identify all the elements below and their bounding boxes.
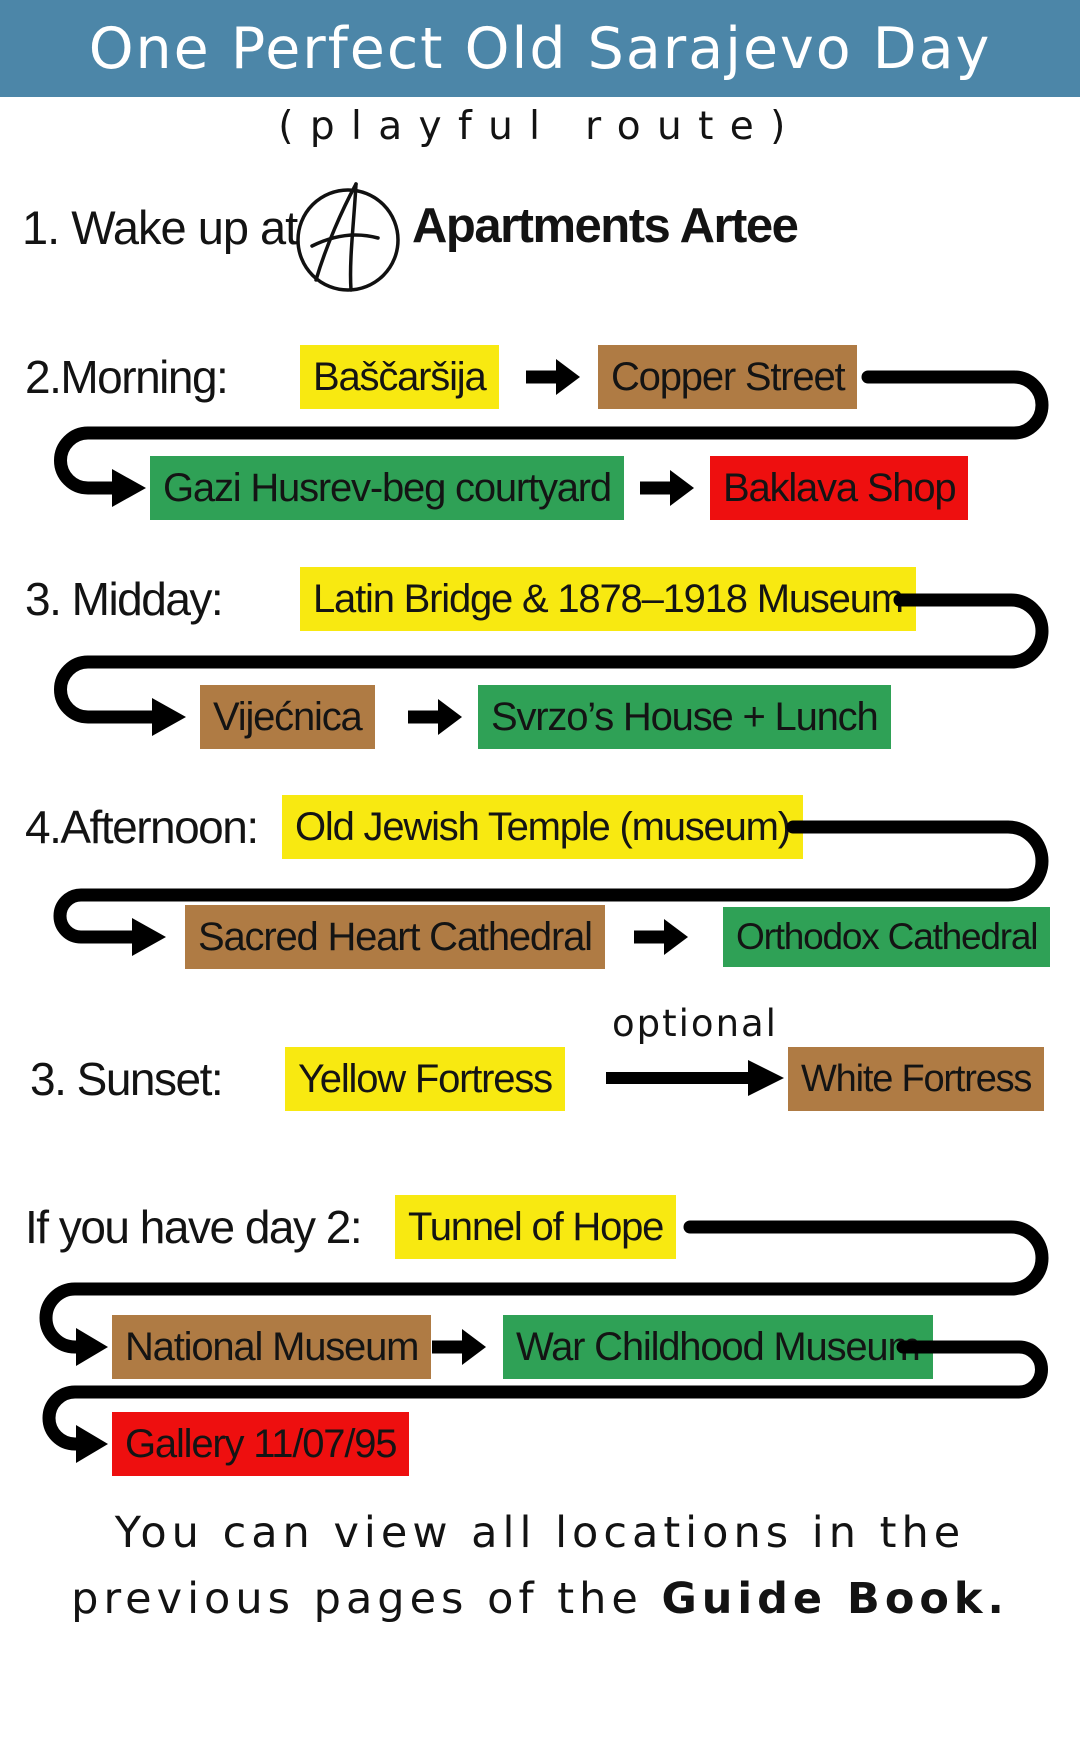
location-box-national-museum: National Museum [112, 1315, 432, 1379]
section-label-day2: If you have day 2: [25, 1201, 363, 1253]
section-label-afternoon: 4.Afternoon: [25, 801, 259, 853]
location-box-orthodox-cathedral: Orthodox Cathedral [723, 907, 1051, 967]
header-bar: One Perfect Old Sarajevo Day [0, 0, 1080, 97]
location-box-svrzo-house: Svrzo’s House + Lunch [478, 685, 891, 749]
location-box-gazi-husrev-beg: Gazi Husrev-beg courtyard [150, 456, 624, 520]
arrow-right-icon [408, 699, 462, 735]
location-box-gallery-110795: Gallery 11/07/95 [112, 1412, 410, 1476]
location-box-baklava-shop: Baklava Shop [710, 456, 969, 520]
guide-book-emphasis: Guide Book. [661, 1574, 1009, 1624]
location-box-copper-street: Copper Street [598, 345, 858, 409]
section-label-morning: 2.Morning: [25, 351, 229, 403]
optional-label: optional [612, 1002, 778, 1045]
footer-note: You can view all locations in the previo… [0, 1500, 1080, 1632]
location-box-vijecnica: Vijećnica [200, 685, 375, 749]
footer-line1: You can view all locations in the [114, 1508, 966, 1558]
step1-label: 1. Wake up at [22, 201, 298, 254]
location-box-sacred-heart-cathedral: Sacred Heart Cathedral [185, 905, 605, 969]
brand-name: Apartments Artee [412, 199, 799, 253]
location-box-old-jewish-temple: Old Jewish Temple (museum) [282, 795, 803, 859]
section-label-sunset: 3. Sunset: [30, 1053, 224, 1105]
route-subtitle: (playful route) [278, 104, 802, 149]
arrow-right-icon [640, 470, 694, 506]
page-title: One Perfect Old Sarajevo Day [88, 15, 992, 82]
location-box-yellow-fortress: Yellow Fortress [285, 1047, 565, 1111]
location-box-war-childhood-museum: War Childhood Museum [503, 1315, 933, 1379]
arrow-right-icon [634, 919, 688, 955]
arrow-right-icon [526, 359, 580, 395]
location-box-latin-bridge: Latin Bridge & 1878–1918 Museum [300, 567, 916, 631]
footer-line2: previous pages of the Guide Book. [71, 1574, 1009, 1624]
section-label-midday: 3. Midday: [25, 573, 224, 625]
location-box-bascarsija: Baščaršija [300, 345, 499, 409]
apartments-artee-monogram-icon [296, 182, 400, 292]
location-box-tunnel-of-hope: Tunnel of Hope [395, 1195, 677, 1259]
location-box-white-fortress: White Fortress [788, 1047, 1045, 1111]
arrow-right-icon [432, 1329, 486, 1365]
optional-arrow-right-icon [606, 1060, 784, 1096]
